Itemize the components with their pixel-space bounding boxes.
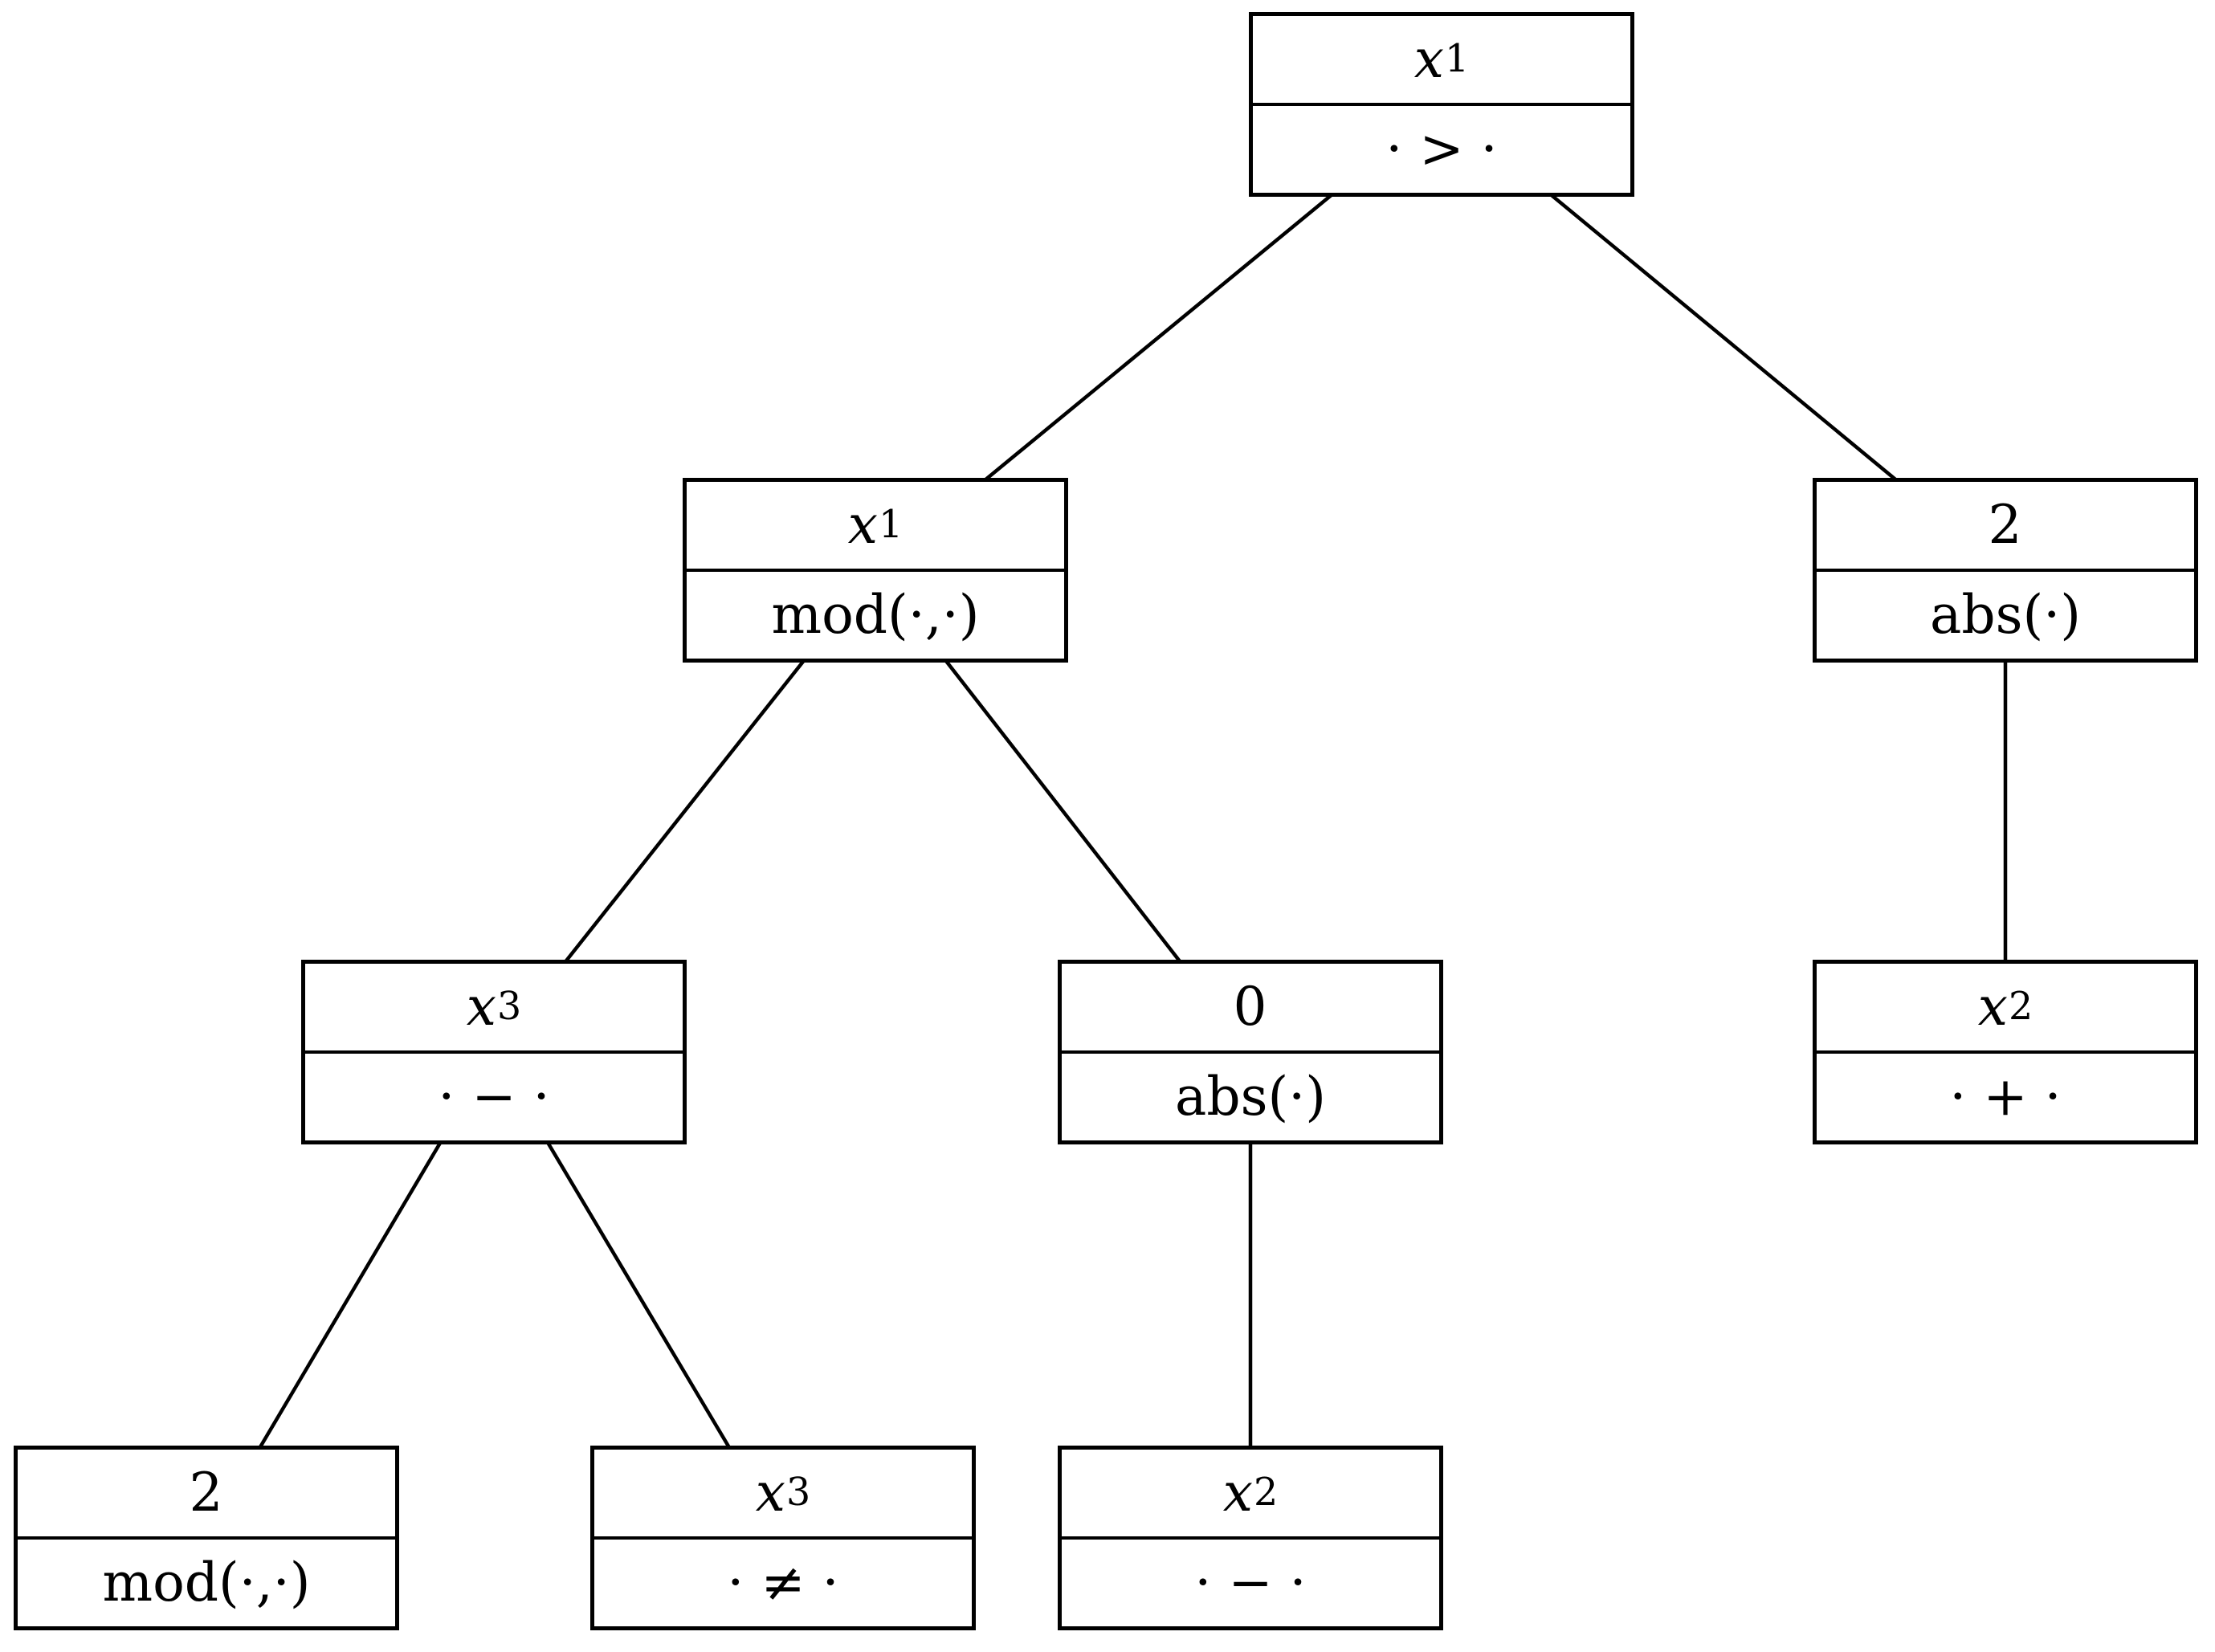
node-value-symbol: x xyxy=(1222,1462,1254,1524)
node-operation: abs(·) xyxy=(1175,1066,1326,1128)
node-value-symbol: x xyxy=(466,976,497,1038)
node-value: 2 xyxy=(1817,482,2194,572)
node-operation: abs(·) xyxy=(1930,584,2081,646)
tree-node-0-abs: 0 abs(·) xyxy=(1058,960,1443,1144)
node-value-subscript: 3 xyxy=(496,985,522,1030)
node-value-symbol: x xyxy=(755,1462,786,1524)
node-value: 0 xyxy=(1062,964,1439,1054)
node-value-symbol: 2 xyxy=(1988,494,2022,556)
node-operation: mod(·,·) xyxy=(771,584,980,646)
node-value-subscript: 1 xyxy=(878,503,904,548)
node-value-symbol: x xyxy=(1413,28,1445,90)
node-value-subscript: 1 xyxy=(1444,37,1470,82)
node-value-symbol: 0 xyxy=(1233,976,1267,1038)
node-value-subscript: 2 xyxy=(2008,985,2033,1030)
node-value-subscript: 3 xyxy=(785,1470,811,1515)
tree-node-2-mod: 2 mod(·,·) xyxy=(14,1446,399,1630)
node-operation: mod(·,·) xyxy=(102,1552,311,1613)
tree-node-2-abs: 2 abs(·) xyxy=(1813,478,2198,663)
node-operation: · − · xyxy=(1194,1552,1307,1613)
node-value-symbol: x xyxy=(847,494,879,556)
node-value-symbol: 2 xyxy=(189,1462,223,1524)
node-operation: · > · xyxy=(1385,118,1498,180)
node-value-subscript: 2 xyxy=(1253,1470,1279,1515)
node-operation: · + · xyxy=(1949,1066,2062,1128)
node-operation: · − · xyxy=(438,1066,550,1128)
node-value-symbol: x xyxy=(1977,976,2009,1038)
node-value: 2 xyxy=(18,1450,395,1540)
node-operation: · ≠ · xyxy=(727,1552,839,1613)
